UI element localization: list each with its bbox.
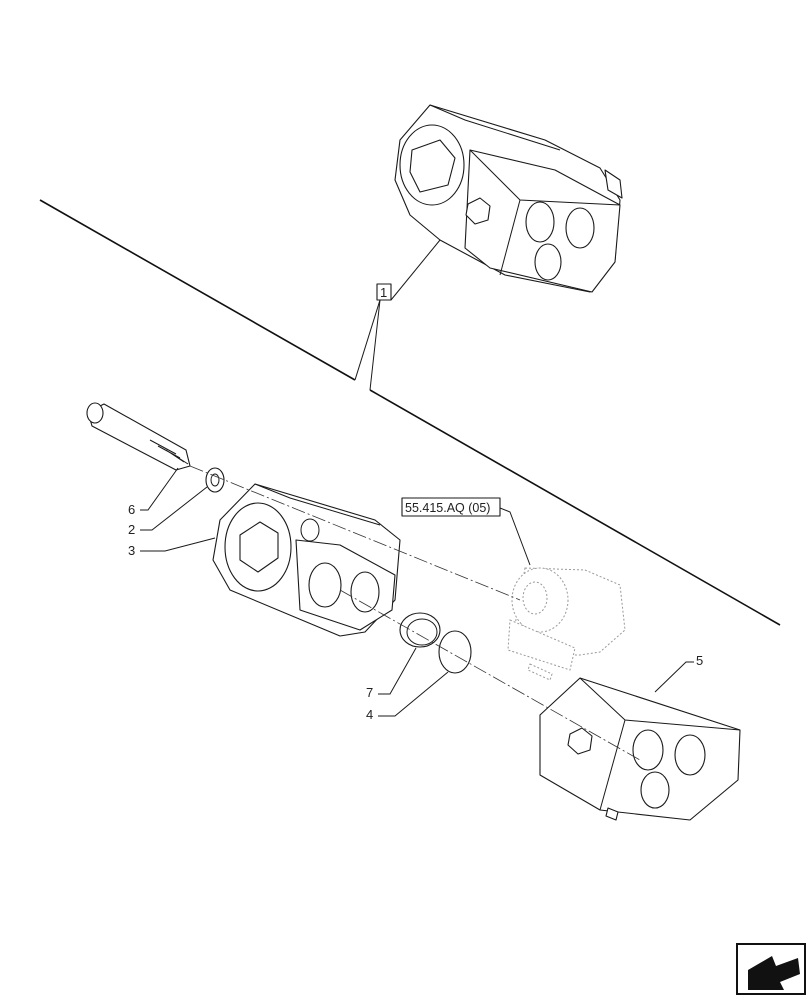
solenoid-coil[interactable]	[507, 567, 626, 681]
callout-o-ring-label: 7	[366, 685, 373, 700]
arrow-back-icon[interactable]	[736, 943, 806, 995]
seal-disc[interactable]	[438, 630, 472, 674]
callout-valve-body[interactable]: 3	[128, 537, 216, 558]
assembled-valve-unit	[394, 104, 623, 293]
valve-block[interactable]	[539, 677, 741, 821]
callout-bolt-label: 6	[128, 502, 135, 517]
callout-valve-body-label: 3	[128, 543, 135, 558]
callout-valve-block-label: 5	[696, 653, 703, 668]
callout-washer[interactable]: 2	[128, 486, 208, 537]
callout-bolt[interactable]: 6	[128, 467, 179, 517]
callout-valve-block[interactable]: 5	[654, 653, 703, 693]
reference-label[interactable]: 55.415.AQ (05)	[401, 497, 531, 566]
callout-seal-disc-label: 4	[366, 707, 373, 722]
callout-seal-disc[interactable]: 4	[366, 671, 449, 722]
separator-line-lower	[369, 389, 781, 626]
callout-assembly-label: 1	[380, 285, 387, 300]
assembly-axis-lower	[339, 589, 641, 761]
separator-line-upper	[39, 199, 356, 381]
callout-o-ring[interactable]: 7	[366, 647, 417, 700]
bolt[interactable]	[86, 402, 191, 471]
assembly-axis-upper	[189, 465, 521, 601]
reference-label-text: 55.415.AQ (05)	[405, 501, 490, 515]
callout-washer-label: 2	[128, 522, 135, 537]
o-ring[interactable]	[399, 612, 441, 648]
callout-assembly[interactable]: 1	[354, 239, 441, 391]
valve-body[interactable]	[212, 483, 401, 637]
washer[interactable]	[205, 467, 225, 493]
